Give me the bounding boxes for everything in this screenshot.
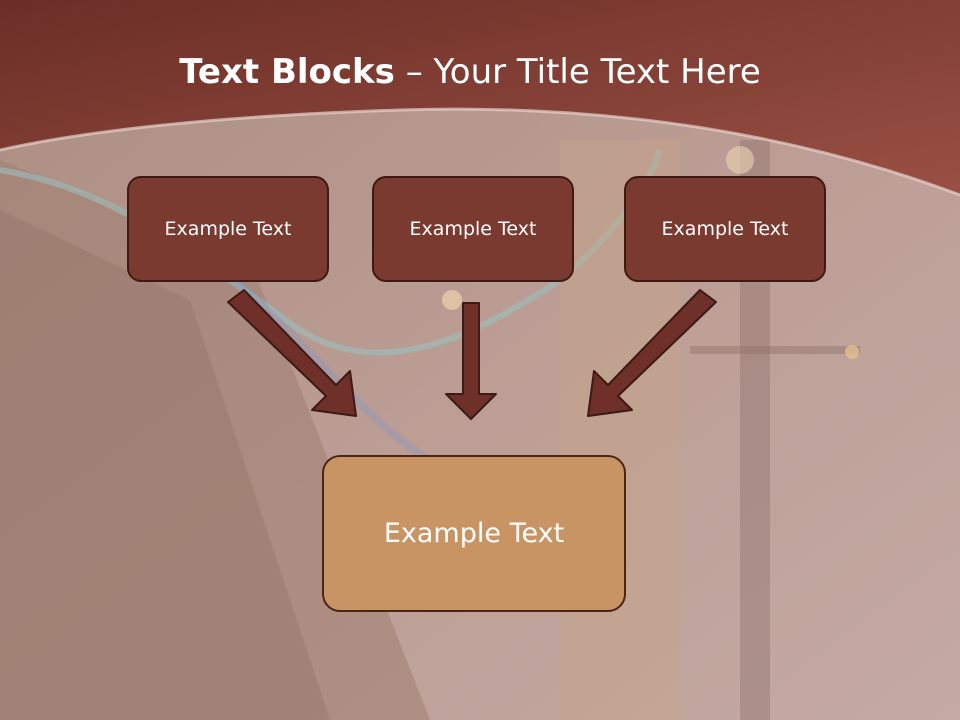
text-block-center: Example Text [322,455,626,612]
title-separator: – [405,52,423,92]
slide-title: Text Blocks – Your Title Text Here [0,52,940,92]
text-block-1: Example Text [127,176,329,282]
text-block-2: Example Text [372,176,574,282]
title-bold: Text Blocks [179,52,395,92]
text-block-center-label: Example Text [383,518,565,549]
title-subtitle: Your Title Text Here [433,52,761,92]
text-block-1-label: Example Text [164,218,292,240]
text-block-3: Example Text [624,176,826,282]
text-block-2-label: Example Text [409,218,537,240]
text-block-3-label: Example Text [661,218,789,240]
